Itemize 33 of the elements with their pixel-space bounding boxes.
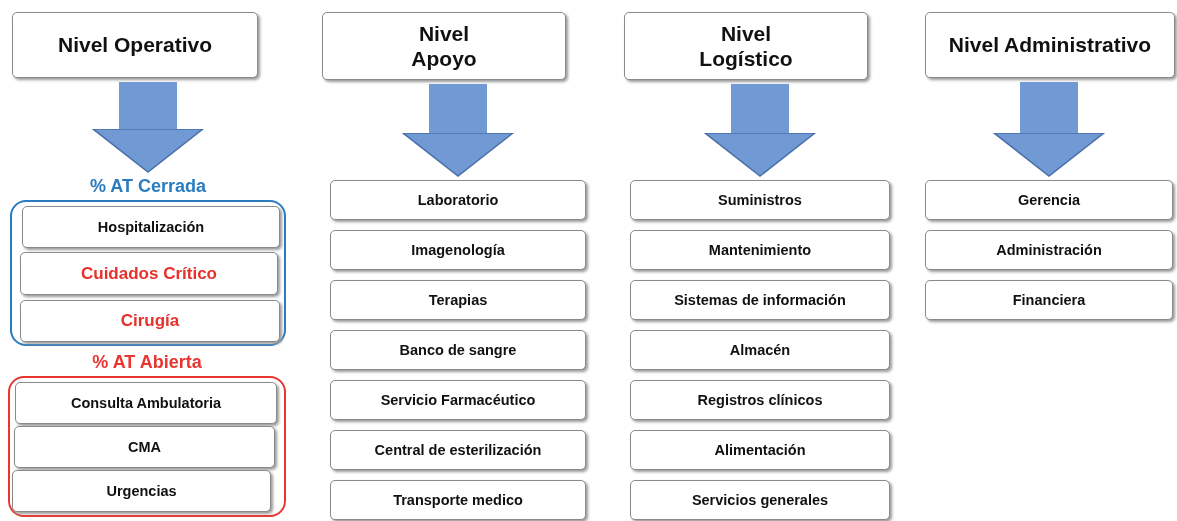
level-header-box: Nivel Logístico xyxy=(624,12,868,80)
process-box: Laboratorio xyxy=(330,180,586,220)
block-arrow xyxy=(993,82,1105,177)
process-box: Central de esterilización xyxy=(330,430,586,470)
process-box: Servicio Farmacéutico xyxy=(330,380,586,420)
process-box: Terapias xyxy=(330,280,586,320)
process-box: Gerencia xyxy=(925,180,1173,220)
process-box: Administración xyxy=(925,230,1173,270)
process-box: Cuidados Crítico xyxy=(20,252,278,295)
process-box: Sistemas de información xyxy=(630,280,890,320)
group-title: % AT Cerrada xyxy=(88,176,207,197)
process-box: Servicios generales xyxy=(630,480,890,520)
process-box: Hospitalización xyxy=(22,206,280,248)
process-box: Banco de sangre xyxy=(330,330,586,370)
process-box: Consulta Ambulatoria xyxy=(15,382,277,424)
process-box: Cirugía xyxy=(20,300,280,342)
process-box: CMA xyxy=(14,426,275,468)
process-box: Alimentación xyxy=(630,430,890,470)
block-arrow xyxy=(704,84,816,177)
process-box: Suministros xyxy=(630,180,890,220)
process-box: Mantenimiento xyxy=(630,230,890,270)
process-box: Financiera xyxy=(925,280,1173,320)
process-box: Almacén xyxy=(630,330,890,370)
process-box: Transporte medico xyxy=(330,480,586,520)
process-box: Urgencias xyxy=(12,470,271,512)
process-box: Registros clínicos xyxy=(630,380,890,420)
level-header-box: Nivel Apoyo xyxy=(322,12,566,80)
level-header-box: Nivel Administrativo xyxy=(925,12,1175,78)
process-box: Imagenología xyxy=(330,230,586,270)
block-arrow xyxy=(402,84,514,177)
level-header-box: Nivel Operativo xyxy=(12,12,258,78)
block-arrow xyxy=(92,82,204,173)
group-title: % AT Abierta xyxy=(91,352,203,373)
